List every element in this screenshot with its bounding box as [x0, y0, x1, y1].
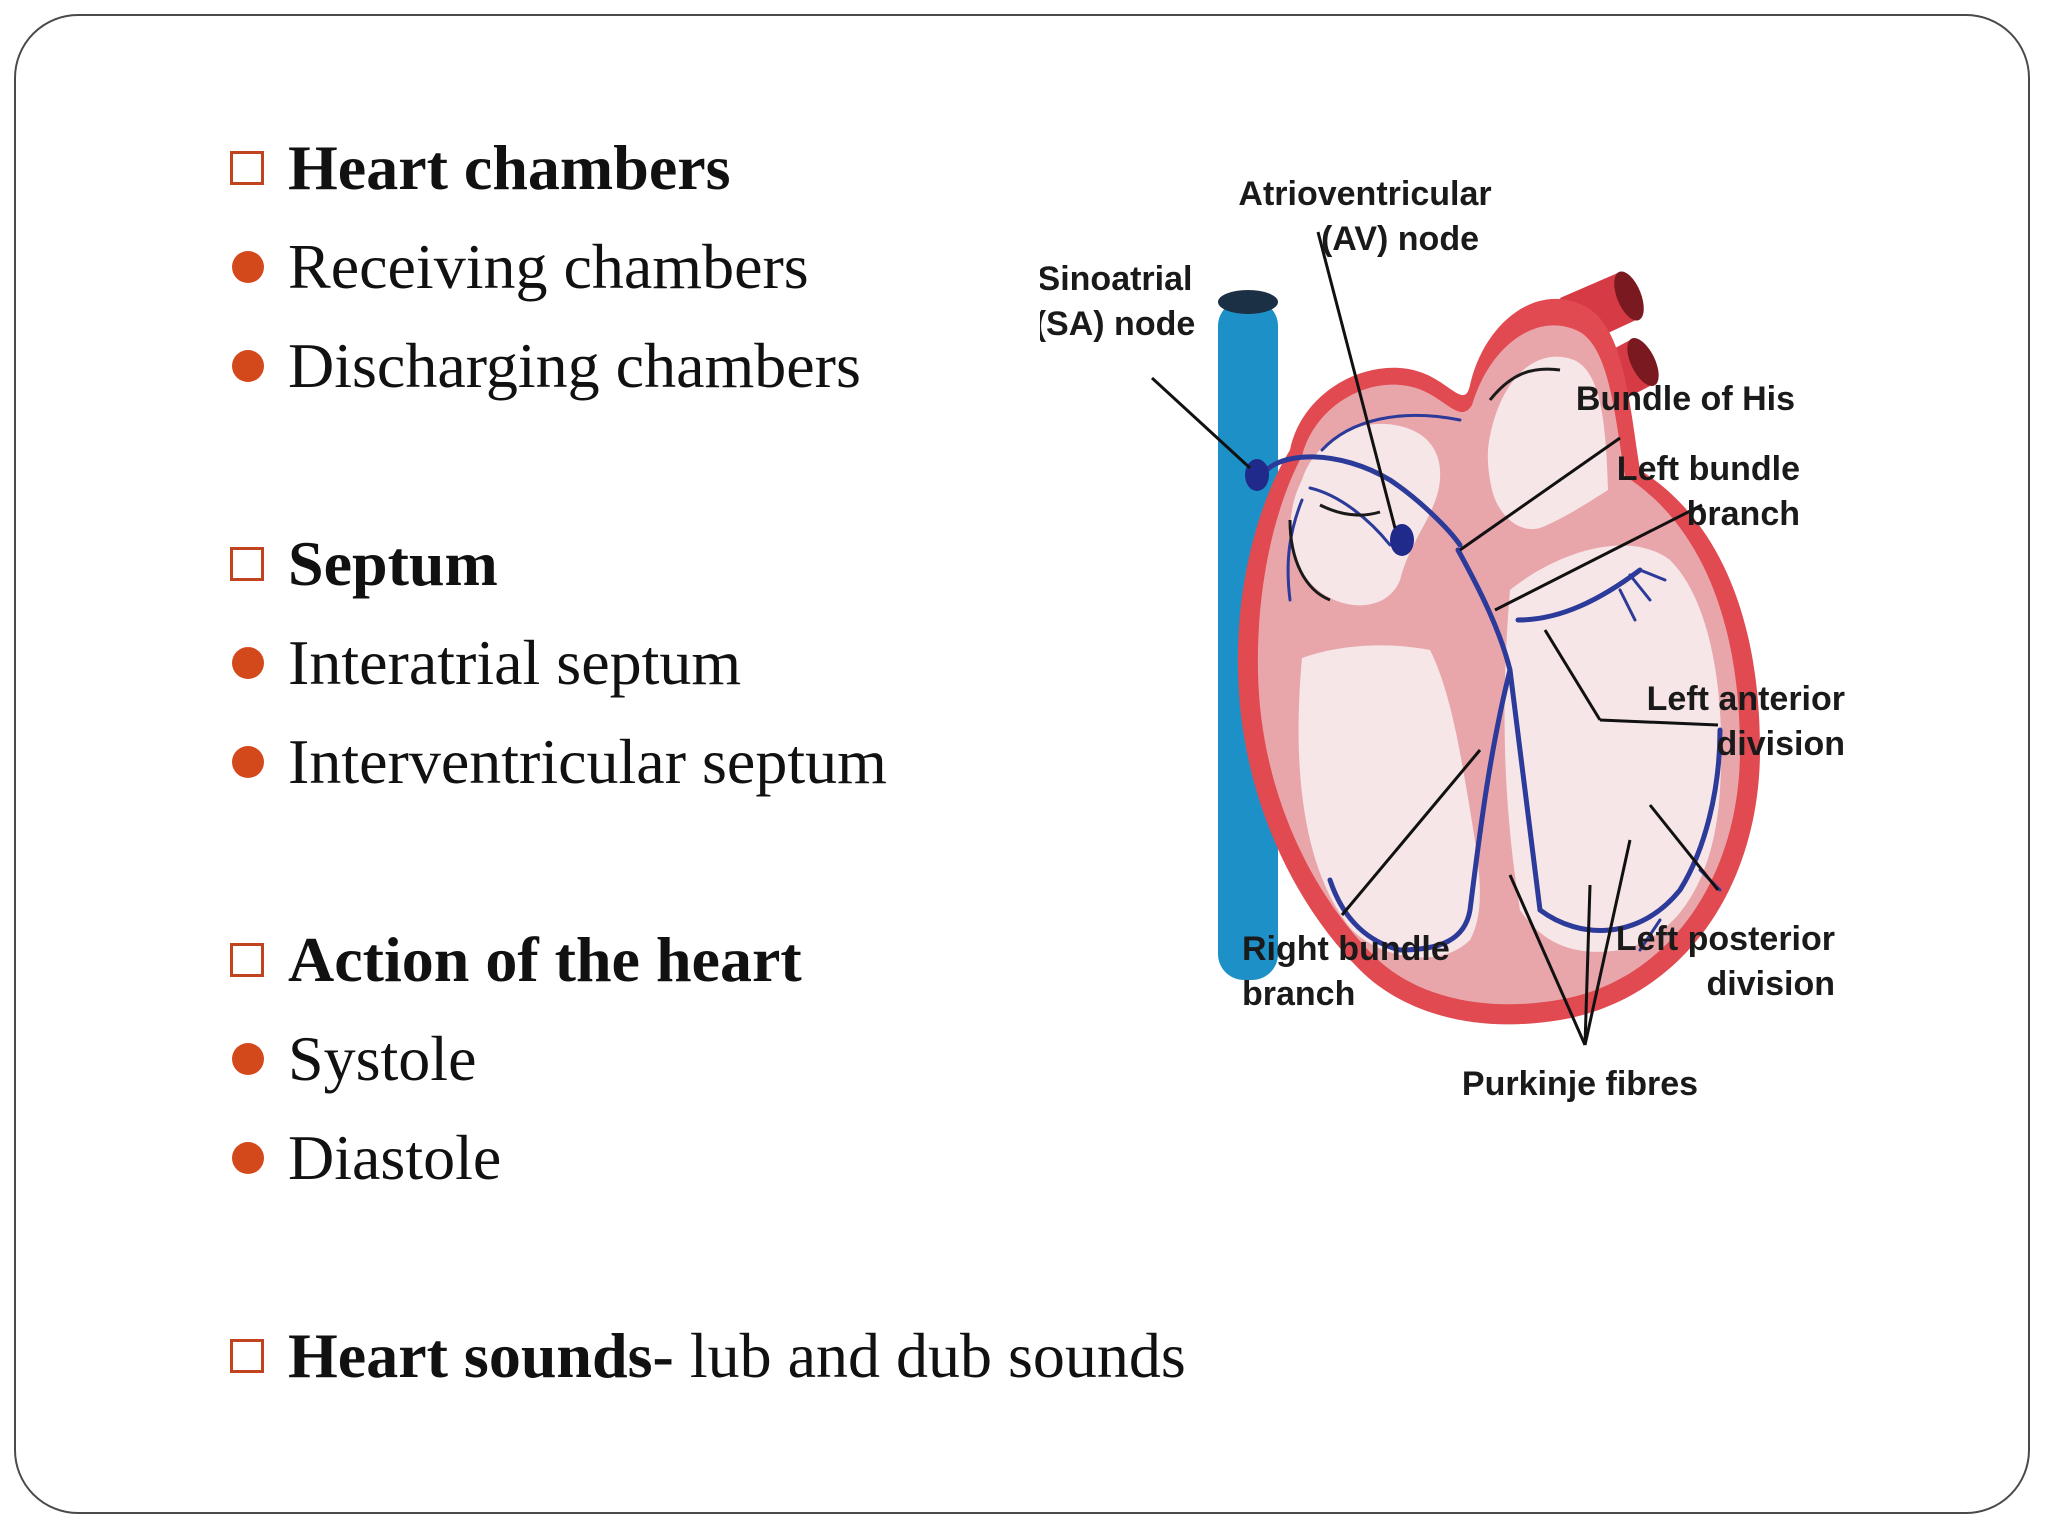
label-sa-line1: Sinoatrial [1040, 260, 1192, 298]
label-av-line2: (AV) node [1321, 220, 1479, 258]
list-item-text: Discharging chambers [288, 329, 861, 401]
internodal-branch-lower [1286, 498, 1304, 602]
square-bullet-icon [230, 1338, 264, 1373]
bundle-of-his-path [1455, 547, 1543, 913]
leader-his [1459, 436, 1621, 552]
internodal-branch [1308, 486, 1392, 547]
bachmann-bundle [1320, 413, 1462, 452]
leader-purkinje-2 [1583, 884, 1592, 1046]
list-item-text: Interventricular septum [288, 725, 887, 797]
left-anterior-division-path [1515, 567, 1643, 623]
dot-bullet-icon [232, 646, 264, 679]
vena-cava-opening [1218, 290, 1278, 314]
spacer [230, 1207, 1330, 1306]
square-bullet-icon [230, 150, 264, 185]
heading-bold-part: Heart sounds- [288, 1319, 674, 1391]
list-item-text: Interatrial septum [288, 626, 742, 698]
flow-arrow-2 [1288, 519, 1331, 602]
heading-heart-chambers: Heart chambers [230, 118, 1330, 217]
heart-conduction-diagram: Atrioventricular (AV) node Sinoatrial (S… [1040, 175, 1845, 1103]
heading-action-of-the-heart: Action of the heart [230, 910, 1330, 1009]
label-right-bundle-line1: Right bundle [1242, 930, 1450, 968]
leader-lines [1150, 231, 1720, 1046]
leader-purkinje-1 [1508, 874, 1587, 1046]
flow-arrow-3 [1488, 367, 1561, 401]
sa-node [1245, 459, 1269, 491]
dot-bullet-icon [232, 1042, 264, 1075]
right-ventricle-chamber [1298, 645, 1480, 958]
dot-bullet-icon [232, 349, 264, 382]
list-item: Systole [230, 1009, 1330, 1108]
left-ventricle-chamber [1504, 545, 1722, 952]
list-item: Receiving chambers [230, 217, 1330, 316]
square-bullet-icon [230, 942, 264, 977]
leader-right-bundle [1340, 749, 1482, 916]
label-left-anterior-line1: Left anterior [1647, 680, 1845, 718]
vessel-stub-upper-opening [1614, 271, 1644, 321]
heading-text: Septum [288, 527, 498, 599]
leader-av [1316, 231, 1397, 529]
square-bullet-icon [230, 546, 264, 581]
diagram-labels: Atrioventricular (AV) node Sinoatrial (S… [1040, 175, 1845, 1103]
dot-bullet-icon [232, 1141, 264, 1174]
dot-bullet-icon [232, 745, 264, 778]
dot-bullet-icon [232, 250, 264, 283]
list-item: Interatrial septum [230, 613, 1330, 712]
list-item-text: Receiving chambers [288, 230, 809, 302]
flow-arrows [1288, 367, 1561, 602]
left-posterior-division-path [1537, 727, 1723, 933]
label-left-posterior-line1: Left posterior [1616, 920, 1835, 958]
label-left-bundle-line2: branch [1687, 495, 1800, 533]
av-node [1390, 524, 1414, 556]
leader-left-posterior [1648, 804, 1720, 891]
list-item-text: Systole [288, 1022, 477, 1094]
label-av-line1: Atrioventricular [1238, 175, 1491, 213]
list-item: Interventricular septum [230, 712, 1330, 811]
list-item-text: Diastole [288, 1121, 502, 1193]
right-bundle-branch-path [1327, 667, 1513, 953]
leader-left-anterior-2 [1543, 629, 1602, 721]
heading-text: Heart chambers [288, 131, 731, 203]
heading-text: Action of the heart [288, 923, 802, 995]
leader-sa [1150, 376, 1252, 470]
flow-arrow-1 [1319, 503, 1381, 517]
left-atrium-chamber [1487, 356, 1608, 530]
label-sa-line2: (SA) node [1040, 305, 1195, 343]
label-left-anterior-line2: division [1717, 725, 1845, 763]
label-left-posterior-line2: division [1707, 965, 1835, 1003]
heading-heart-sounds: Heart sounds- lub and dub sounds [230, 1306, 1330, 1405]
heading-normal-part: lub and dub sounds [673, 1319, 1186, 1391]
list-item: Diastole [230, 1108, 1330, 1207]
leader-left-bundle [1494, 503, 1703, 612]
leader-purkinje-3 [1583, 839, 1632, 1046]
list-item: Discharging chambers [230, 316, 1330, 415]
heading-septum: Septum [230, 514, 1330, 613]
label-right-bundle-line2: branch [1242, 975, 1355, 1013]
vessel-stub-lower-opening [1627, 338, 1659, 386]
heading-text: Heart sounds- lub and dub sounds [288, 1319, 1186, 1393]
label-purkinje: Purkinje fibres [1462, 1065, 1698, 1103]
label-bundle-of-his: Bundle of His [1576, 380, 1795, 418]
bullet-list: Heart chambers Receiving chambers Discha… [230, 118, 1330, 1405]
purkinje-branches-upper [1618, 568, 1667, 622]
internodal-path [1259, 454, 1463, 548]
leader-left-anterior [1599, 718, 1719, 727]
label-left-bundle-line1: Left bundle [1617, 450, 1800, 488]
